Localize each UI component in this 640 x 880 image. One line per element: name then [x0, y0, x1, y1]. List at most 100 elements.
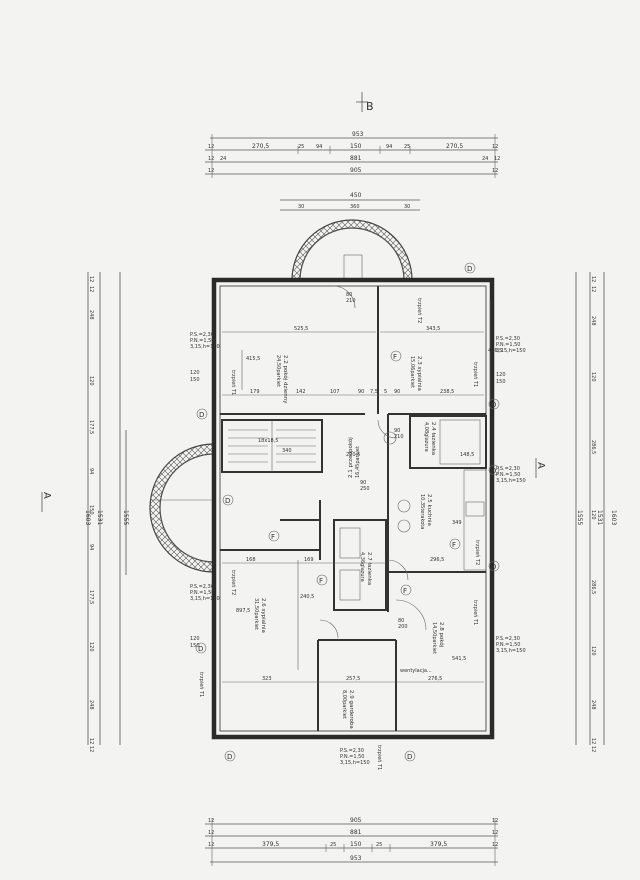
dim-i-d19: 296,5	[430, 557, 444, 563]
dim-bot-r3-a: 12	[208, 842, 214, 848]
win-tag-h-2: 150	[496, 379, 506, 385]
interior-dim-lines	[222, 300, 491, 683]
door-tag-2: 90	[394, 428, 400, 434]
win-tag-h-4: 150	[190, 643, 200, 649]
win-tag-head-5: P.N.=1,50	[496, 642, 520, 648]
left-balcony	[149, 443, 215, 573]
beam-label-t1-e: trzpień T1	[376, 745, 383, 770]
dim-bot-total: 953	[350, 855, 362, 862]
axis-f-5: F	[271, 533, 275, 541]
room-2-5-name: 2.5 kuchnia	[426, 494, 432, 526]
axis-f-2: F	[319, 577, 323, 585]
dim-left-248a: 248	[88, 310, 94, 320]
room-labels: 2.2 pokój dzienny 24,50parkiet 2.3 sypia…	[253, 355, 445, 729]
dim-terrace-c: 30	[298, 204, 304, 210]
dim-top-r3-c: 881	[350, 155, 362, 162]
dim-left-120a: 120	[88, 376, 94, 386]
dim-i-d18: 240,5	[300, 594, 314, 600]
dim-right-286a: 286,5	[590, 440, 596, 454]
room-2-5-area: 10,35terakota	[419, 494, 425, 529]
dim-bot-r3-b: 379,5	[262, 841, 279, 848]
axis-d-4: D	[198, 645, 203, 653]
dim-left-12b: 12	[88, 286, 94, 292]
dim-left-94b: 94	[88, 544, 94, 550]
dim-left-177b: 177,5	[88, 590, 94, 604]
door-tag-0: 80	[346, 292, 352, 298]
section-letter-a-right: A	[535, 462, 546, 469]
room-2-1-name: 2.1 przedpokój	[347, 437, 354, 478]
dim-bot-r1-b: 905	[350, 817, 362, 824]
dim-i-d13: 220,5	[346, 452, 360, 458]
axis-f-4: F	[403, 587, 407, 595]
dim-right-total-a: 1603	[610, 510, 617, 525]
section-letter-b: B	[366, 100, 374, 113]
dim-bot-r2-a: 12	[208, 830, 214, 836]
dim-top-total: 953	[352, 131, 364, 138]
axis-d-5: D	[491, 401, 496, 409]
section-mark-a-left: A	[41, 492, 52, 512]
room-2-7-name: 2.7 łazienka	[366, 552, 372, 585]
dim-i-d1: 525,5	[294, 326, 308, 332]
room-2-9-area: 8,00parkiet	[341, 690, 347, 719]
dim-i-d20: 897,5	[236, 608, 250, 614]
win-tag-w-1: 120	[190, 370, 200, 376]
dim-left-12d: 12	[88, 746, 94, 752]
dim-i-d10: 5	[384, 389, 387, 395]
dim-bot-r2-b: 881	[350, 829, 362, 836]
dim-terrace-d: 30	[404, 204, 410, 210]
room-2-7-area: 4,36glazura	[359, 552, 365, 582]
beam-label-t1-a: trzpień T1	[230, 370, 237, 395]
win-tag-sill-4: P.S.=2,30	[190, 584, 214, 590]
dim-left-total-b: 1531	[96, 510, 103, 525]
ventilation-note: wentylacja...	[400, 668, 432, 674]
dim-terrace-b: 360	[350, 204, 360, 210]
beam-labels: trzpień T1 trzpień T2 trzpień T1 trzpień…	[198, 298, 481, 770]
dim-left-248b: 248	[88, 700, 94, 710]
win-tag-sill-1: P.S.=2,30	[190, 332, 214, 338]
door-tag-5: 250	[360, 486, 370, 492]
dim-i-d25: 18x18,5	[258, 438, 278, 444]
beam-label-t1-d: trzpień T1	[472, 600, 479, 625]
win-tag-h-1: 150	[190, 377, 200, 383]
dim-left-12c: 12	[88, 738, 94, 744]
dim-i-d16: 168	[246, 557, 256, 563]
axis-d-7: D	[491, 563, 496, 571]
dim-right-total-c: 1555	[576, 510, 583, 525]
win-tag-sill-6: P.S.=2,30	[340, 748, 364, 754]
dim-i-d17: 169	[304, 557, 314, 563]
dim-right-248b: 248	[590, 700, 596, 710]
dim-bot-r3-d: 150	[350, 841, 362, 848]
dim-top-r2-c: 25	[298, 144, 304, 150]
dim-i-d22: 257,5	[346, 676, 360, 682]
axis-d-9: D	[227, 753, 232, 761]
dim-left-total-c: 1555	[122, 510, 129, 525]
room-2-9-name: 2.9 garderoba	[348, 690, 354, 729]
dim-i-d11: 90	[394, 389, 400, 395]
left-dimensions: 1603 1531 1555 248 120 177,5 94 150 94 1…	[84, 272, 129, 752]
win-tag-ratio-4: 3,15,h=150	[190, 596, 220, 602]
beam-label-t2-c: trzpień T2	[474, 540, 481, 565]
room-2-8-area: 14,50parkiet	[431, 622, 437, 654]
dim-left-150: 150	[88, 505, 94, 515]
dim-i-d21: 323	[262, 676, 272, 682]
dim-left-12a: 12	[88, 276, 94, 282]
dim-right-248a: 248	[590, 316, 596, 326]
door-tag-7: 200	[398, 624, 408, 630]
dim-i-d6: 142	[296, 389, 306, 395]
dim-right-12a: 12	[590, 276, 596, 282]
win-tag-ratio-3: 3,15,h=150	[496, 478, 526, 484]
dim-terrace-a: 450	[350, 192, 362, 199]
dim-i-d2: 343,5	[426, 326, 440, 332]
interior-walls	[220, 286, 487, 731]
room-2-2-name: 2.2 pokój dzienny	[282, 355, 289, 404]
dim-top-r3-a: 12	[208, 156, 214, 162]
win-tag-head-1: P.N.=1,50	[190, 338, 214, 344]
room-2-4-area: 4,08glazura	[423, 422, 429, 452]
axis-f-1: F	[393, 353, 397, 361]
bottom-dimensions: 12 905 12 12 881 12 12 379,5 25 150 25 3…	[205, 817, 498, 866]
beam-label-t1-b: trzpień T1	[472, 362, 479, 387]
door-swings	[319, 285, 427, 639]
dim-i-d7: 107	[330, 389, 340, 395]
dim-bot-r1-a: 12	[208, 818, 214, 824]
